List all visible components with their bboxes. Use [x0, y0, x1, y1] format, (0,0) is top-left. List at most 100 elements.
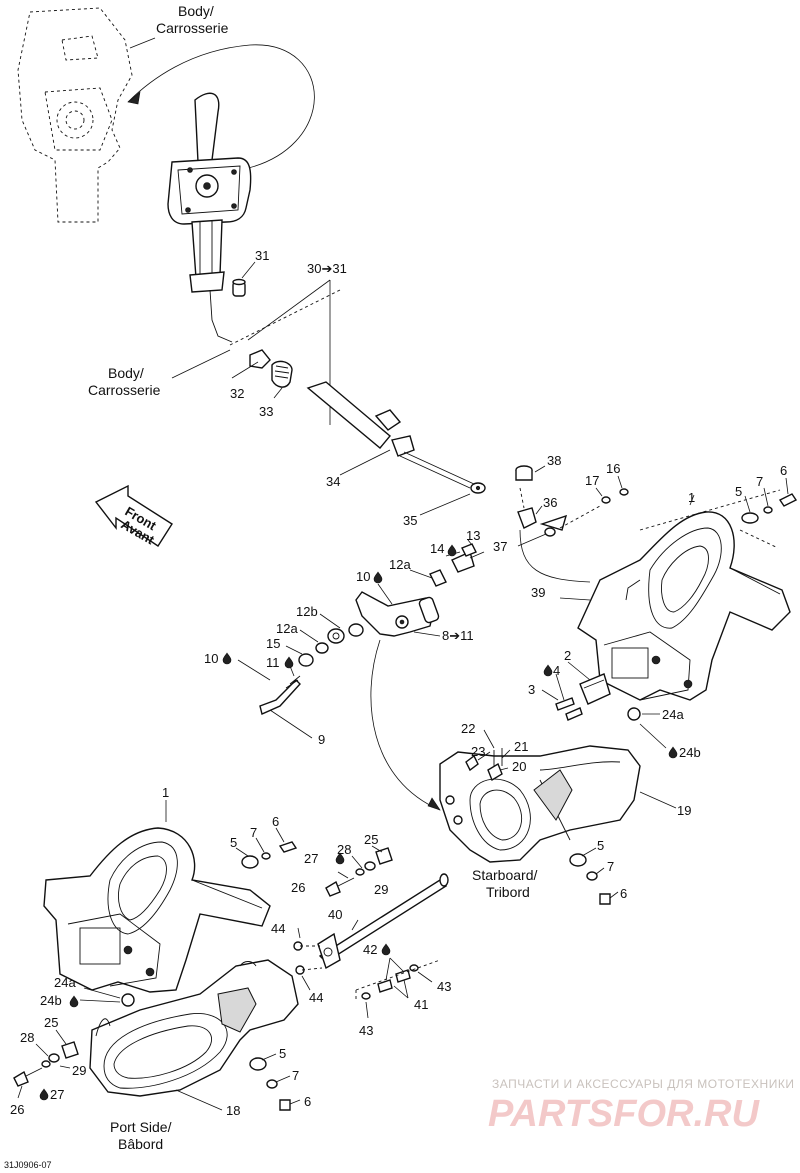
leader-body-mid [171, 349, 231, 379]
callout-7-b: 7 [292, 1068, 299, 1083]
leader-3 [541, 689, 559, 701]
leader-7-b [275, 1075, 291, 1083]
fluid-drop-icon [447, 544, 457, 557]
leader-18 [175, 1089, 223, 1111]
callout-25-m: 25 [364, 832, 378, 847]
label-port-2: Bâbord [118, 1136, 163, 1152]
callout-5-b: 5 [279, 1046, 286, 1061]
front-arrow-icon [94, 484, 173, 547]
callout-25-l: 25 [44, 1015, 58, 1030]
right-bracket-1 [577, 511, 791, 701]
callout-28-l: 28 [20, 1030, 34, 1045]
leader-6-l [275, 827, 285, 843]
callout-1-l: 1 [162, 785, 169, 800]
callout-6-m: 6 [620, 886, 627, 901]
leader-28-l [35, 1043, 49, 1057]
callout-43-b: 43 [359, 1023, 373, 1038]
hardware-5-7-6-mid [569, 853, 611, 905]
leader-32 [231, 361, 259, 379]
fluid-drop-icon [69, 995, 79, 1008]
callout-10-2: 10 [204, 651, 218, 666]
label-port-1: Port Side/ [110, 1119, 172, 1135]
hardware-5-7-6-left [241, 841, 298, 869]
fluid-drop-icon [39, 1088, 49, 1101]
leader-25-m [371, 845, 383, 853]
callout-8-11: 8➔11 [442, 628, 474, 643]
callout-35: 35 [403, 513, 417, 528]
leader-44-a [297, 927, 301, 939]
leader-5-l [235, 847, 249, 857]
leader-1-r [689, 494, 695, 506]
label-body-top-2: Carrosserie [156, 20, 229, 36]
leader-40 [351, 919, 359, 931]
label-body-mid-2: Carrosserie [88, 382, 161, 398]
callout-18: 18 [226, 1103, 240, 1118]
leader-6-r [785, 477, 789, 495]
label-body-top-1: Body/ [178, 3, 214, 19]
callout-39: 39 [531, 585, 545, 600]
leader-29-l [59, 1065, 71, 1069]
lever-housing [167, 92, 252, 343]
callout-12a-2: 12a [276, 621, 298, 636]
callout-5-r: 5 [735, 484, 742, 499]
leader-10-2 [237, 659, 271, 681]
callout-24b-r: 24b [679, 745, 701, 760]
callout-28-m: 28 [337, 842, 351, 857]
callout-33: 33 [259, 404, 273, 419]
leader-5-b [261, 1053, 277, 1061]
leader-38 [534, 465, 546, 473]
label-starboard-1: Starboard/ [472, 867, 537, 883]
callout-24a-l: 24a [54, 975, 76, 990]
callout-4: 4 [553, 663, 560, 678]
callout-21: 21 [514, 739, 528, 754]
callout-14: 14 [430, 541, 444, 556]
label-body-mid-1: Body/ [108, 365, 144, 381]
callout-34: 34 [326, 474, 340, 489]
leader-23 [477, 751, 491, 761]
leader-44-b [301, 975, 311, 991]
leader-20 [499, 767, 509, 771]
leader-8-11 [413, 631, 441, 637]
callout-29-m: 29 [374, 882, 388, 897]
assembly-curve-top [127, 44, 315, 171]
leader-21 [501, 749, 511, 759]
callout-20: 20 [512, 759, 526, 774]
leader-22 [483, 729, 495, 749]
curve-arrowhead-mid [427, 797, 441, 811]
callout-13: 13 [466, 528, 480, 543]
callout-43-a: 43 [437, 979, 451, 994]
port-nozzle-18 [89, 959, 299, 1097]
assembly-curve-mid [370, 639, 441, 811]
fluid-drop-icon [373, 571, 383, 584]
label-starboard-2: Tribord [486, 884, 530, 900]
callout-40: 40 [328, 907, 342, 922]
leader-5-r [744, 495, 751, 513]
dash-bracket-r [739, 529, 779, 549]
callout-27-m: 27 [304, 851, 318, 866]
callout-12b: 12b [296, 604, 318, 619]
callout-6-l: 6 [272, 814, 279, 829]
fluid-drop-icon [222, 652, 232, 665]
leader-25-l [55, 1029, 67, 1045]
part-24a-right [627, 707, 641, 721]
callout-26-m: 26 [291, 880, 305, 895]
callout-23: 23 [471, 744, 485, 759]
body-outline-top [17, 7, 133, 223]
callout-19: 19 [677, 803, 691, 818]
callout-7-r: 7 [756, 474, 763, 489]
callout-38: 38 [547, 453, 561, 468]
leader-31 [241, 261, 256, 279]
curve-arrowhead [127, 91, 141, 105]
callout-2: 2 [564, 648, 571, 663]
leader-36 [535, 505, 543, 515]
cable-39-path [519, 529, 591, 583]
leader-43-b [365, 1001, 369, 1019]
callout-31: 31 [255, 248, 269, 263]
callout-24a-r: 24a [662, 707, 684, 722]
callout-3: 3 [528, 682, 535, 697]
part-31-sleeve [232, 278, 246, 297]
leader-29-m [337, 871, 349, 879]
callout-15: 15 [266, 636, 280, 651]
part-36-38 [515, 465, 629, 537]
